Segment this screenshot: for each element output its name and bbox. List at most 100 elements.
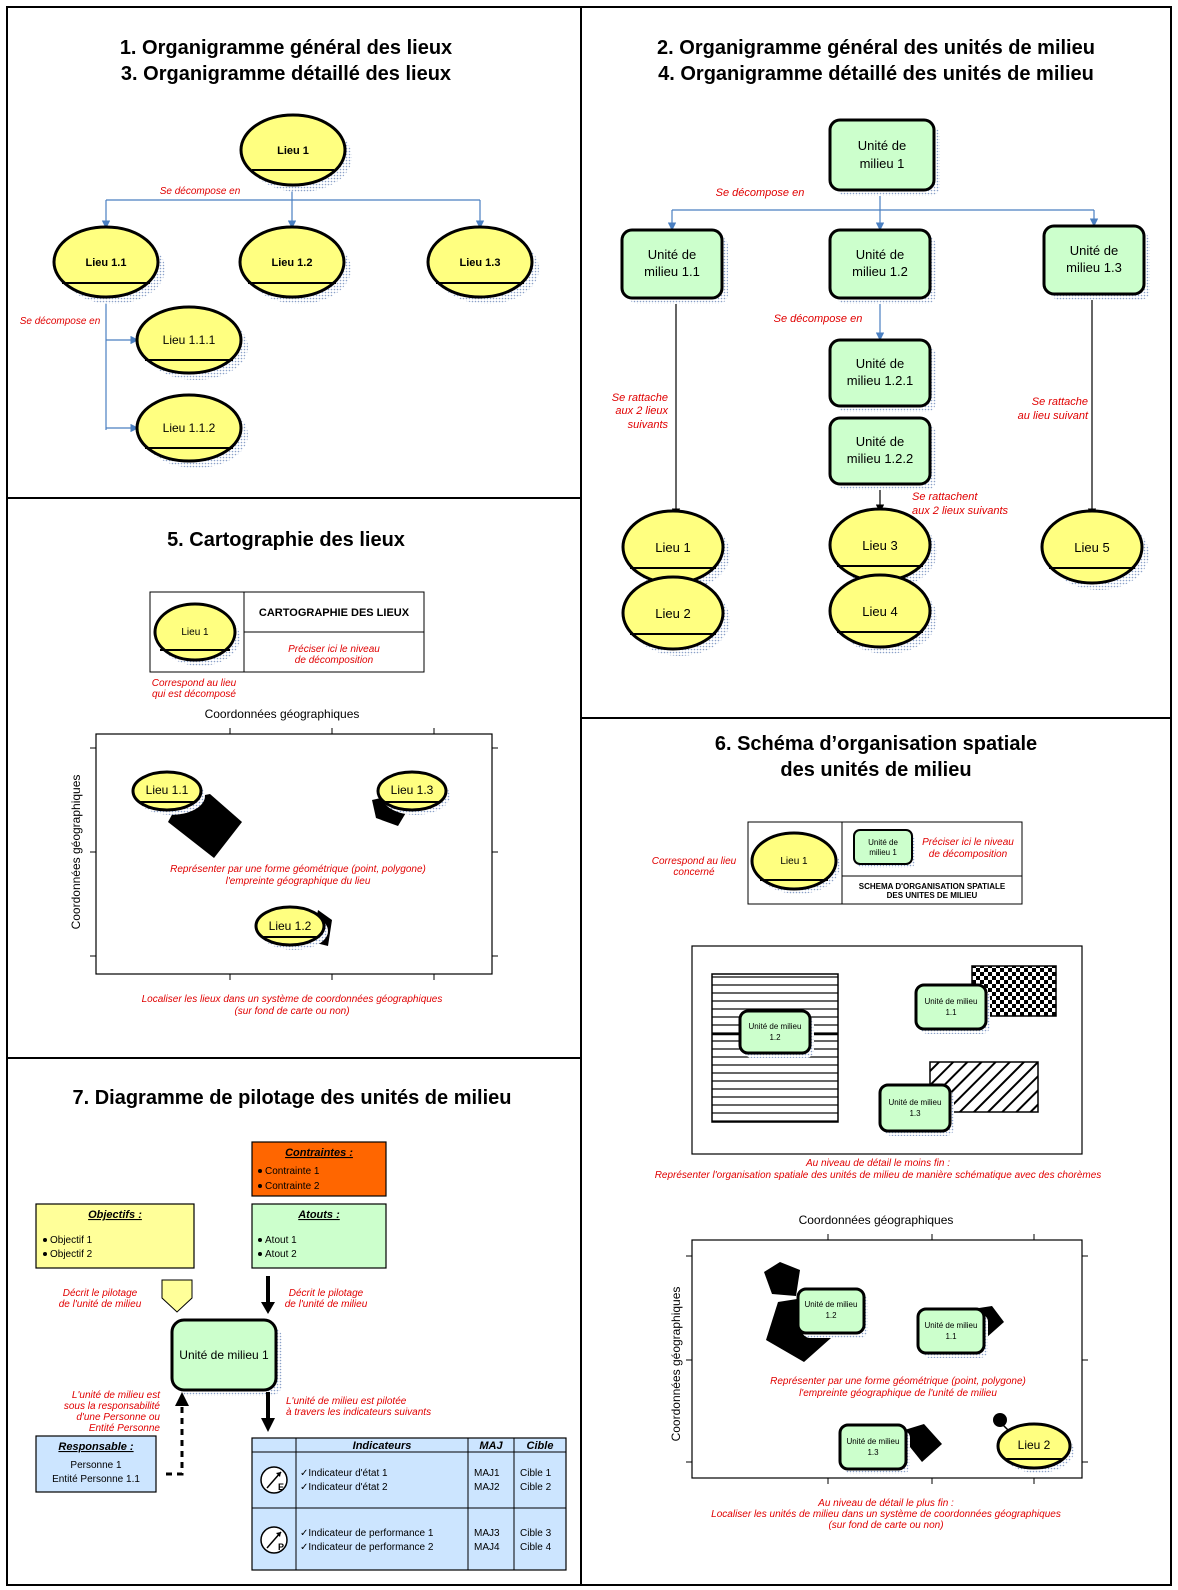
lieu-node-p2-3: Lieu 3 — [828, 507, 937, 588]
svg-text:Unité de: Unité de — [856, 247, 904, 262]
svg-text:MAJ1: MAJ1 — [474, 1468, 500, 1479]
p2-rattache-note-a: Se rattache aux 2 lieux suivants — [612, 392, 669, 431]
svg-text:Cible 3: Cible 3 — [520, 1528, 552, 1539]
lieu-node-p2-5: Lieu 5 — [1040, 509, 1149, 590]
svg-text:1.3: 1.3 — [909, 1109, 921, 1118]
lieu-node-1-3: Lieu 1.3 — [426, 225, 539, 304]
p1-decompose-label-1: Se décompose en — [160, 186, 241, 197]
p6-legend: Correspond au lieu concerné Lieu 1 Unité… — [652, 821, 1023, 905]
svg-text:MAJ4: MAJ4 — [474, 1542, 500, 1553]
p6-map-lieu-2: Lieu 2 — [996, 1422, 1074, 1473]
p5-x-axis-label: Coordonnées géographiques — [205, 707, 360, 721]
svg-text:Lieu 5: Lieu 5 — [1074, 540, 1109, 555]
svg-text:de décomposition: de décomposition — [295, 655, 374, 666]
p2-decompose-label-2: Se décompose en — [774, 313, 863, 325]
svg-text:concerné: concerné — [673, 867, 715, 878]
svg-text:Atout 1: Atout 1 — [265, 1235, 297, 1246]
p7-pilotee-note: L'unité de milieu est pilotée à travers … — [286, 1396, 431, 1418]
svg-text:Contraintes :: Contraintes : — [285, 1147, 353, 1159]
svg-text:Entité Personne 1.1: Entité Personne 1.1 — [52, 1474, 140, 1485]
svg-text:Unité de milieu: Unité de milieu — [805, 1300, 858, 1309]
svg-text:Unité de milieu 1: Unité de milieu 1 — [179, 1348, 269, 1362]
p6-schema-unit-1-1: Unité de milieu 1.1 — [914, 983, 990, 1034]
p6-map-unit-1-2: Unité de milieu 1.2 — [796, 1287, 868, 1338]
svg-text:Personne 1: Personne 1 — [70, 1460, 122, 1471]
svg-text:✓Indicateur de performance 2: ✓Indicateur de performance 2 — [300, 1542, 434, 1553]
svg-text:Unité de milieu: Unité de milieu — [925, 997, 978, 1006]
p6-point-lieu-2 — [993, 1413, 1007, 1427]
lieu-node-p2-1: Lieu 1 — [621, 509, 730, 590]
p7-contraintes-box: Contraintes : Contrainte 1 Contrainte 2 — [251, 1141, 387, 1197]
panel-2-unites-org-chart: 2. Organigramme général des unités de mi… — [612, 37, 1150, 656]
p6-schema-unit-1-3: Unité de milieu 1.3 — [878, 1083, 954, 1136]
panel-6-title-1: 6. Schéma d’organisation spatiale — [715, 733, 1037, 755]
p5-place-1-1: Lieu 1.1 — [131, 770, 205, 815]
table-header-indicateurs: Indicateurs — [353, 1440, 412, 1452]
svg-text:Unité de: Unité de — [856, 434, 904, 449]
svg-text:Lieu 4: Lieu 4 — [862, 604, 897, 619]
svg-text:P: P — [278, 1542, 284, 1552]
svg-text:Unité de: Unité de — [856, 356, 904, 371]
panel-1-lieux-org-chart: 1. Organigramme général des lieux 3. Org… — [20, 37, 539, 468]
p6-footprint-1-2a — [764, 1262, 800, 1296]
svg-text:à travers les indicateurs suiv: à travers les indicateurs suivants — [286, 1407, 431, 1418]
svg-text:Lieu 3: Lieu 3 — [862, 538, 897, 553]
svg-text:MAJ3: MAJ3 — [474, 1528, 500, 1539]
svg-text:✓Indicateur d'état 2: ✓Indicateur d'état 2 — [300, 1482, 388, 1493]
svg-text:Cible 1: Cible 1 — [520, 1468, 552, 1479]
svg-text:Cible 4: Cible 4 — [520, 1542, 552, 1553]
p6-schema-note-1: Au niveau de détail le moins fin : — [805, 1158, 950, 1169]
svg-text:Unité de milieu: Unité de milieu — [847, 1437, 900, 1446]
p6-bottom-note-2: Localiser les unités de milieu dans un s… — [711, 1509, 1061, 1520]
p7-objectif-arrow — [161, 1279, 193, 1313]
panel-6-title-2: des unités de milieu — [780, 759, 971, 781]
svg-text:milieu 1: milieu 1 — [869, 848, 897, 857]
p7-responsable-box: Responsable : Personne 1 Entité Personne… — [35, 1435, 157, 1493]
p6-center-note-1: Représenter par une forme géométrique (p… — [770, 1376, 1026, 1387]
p6-x-axis-label: Coordonnées géographiques — [799, 1213, 954, 1227]
svg-text:Atouts :: Atouts : — [297, 1209, 340, 1221]
svg-text:✓Indicateur d'état 1: ✓Indicateur d'état 1 — [300, 1468, 388, 1479]
panel-6-schema-spatial: 6. Schéma d’organisation spatiale des un… — [652, 733, 1102, 1531]
svg-text:1.1: 1.1 — [945, 1332, 957, 1341]
p7-responsabilite-note: L'unité de milieu est sous la responsabi… — [64, 1390, 161, 1434]
svg-text:milieu 1: milieu 1 — [860, 156, 905, 171]
p5-legend-box: Lieu 1 CARTOGRAPHIE DES LIEUX Préciser i… — [149, 591, 425, 700]
lieu-label: Lieu 1.1 — [86, 257, 127, 269]
table-header-maj: MAJ — [479, 1440, 503, 1452]
svg-text:1.2: 1.2 — [825, 1311, 837, 1320]
svg-text:de décomposition: de décomposition — [929, 849, 1008, 860]
unit-node-1-1: Unité de milieu 1.1 — [620, 228, 728, 304]
p7-decrit-left-2: de l'unité de milieu — [59, 1299, 142, 1310]
p6-bottom-note-1: Au niveau de détail le plus fin : — [817, 1498, 954, 1509]
lieu-node-1-1-2: Lieu 1.1.2 — [135, 393, 248, 468]
p7-atout-arrow — [261, 1276, 275, 1314]
svg-text:DES UNITES DE MILIEU: DES UNITES DE MILIEU — [887, 891, 978, 900]
svg-text:✓Indicateur de performance 1: ✓Indicateur de performance 1 — [300, 1528, 434, 1539]
svg-text:Préciser ici le niveau: Préciser ici le niveau — [288, 644, 380, 655]
svg-text:Responsable :: Responsable : — [58, 1441, 134, 1453]
p7-objectifs-box: Objectifs : Objectif 1 Objectif 2 — [35, 1203, 195, 1269]
p7-decrit-left-1: Décrit le pilotage — [63, 1288, 138, 1299]
panel-1-title-1: 1. Organigramme général des lieux — [120, 37, 452, 59]
lieu-label: Lieu 1.2 — [272, 257, 313, 269]
svg-text:Correspond au lieu: Correspond au lieu — [152, 678, 237, 689]
p6-map-unit-1-1: Unité de milieu 1.1 — [916, 1307, 988, 1358]
svg-text:Unité de: Unité de — [858, 138, 906, 153]
svg-text:Se rattache: Se rattache — [612, 392, 668, 404]
table-row: ✓Indicateur de performance 2 MAJ4 Cible … — [300, 1542, 552, 1553]
table-row: ✓Indicateur de performance 1 MAJ3 Cible … — [300, 1528, 552, 1539]
svg-text:1.2: 1.2 — [769, 1033, 781, 1042]
svg-text:aux 2 lieux: aux 2 lieux — [615, 405, 668, 417]
lieu-node-p2-2: Lieu 2 — [621, 575, 730, 656]
panel-5-title: 5. Cartographie des lieux — [167, 529, 405, 551]
p6-y-axis-label: Coordonnées géographiques — [669, 1287, 683, 1442]
panel-5-cartographie: 5. Cartographie des lieux Lieu 1 CARTOGR… — [69, 529, 498, 1017]
svg-text:Contrainte 2: Contrainte 2 — [265, 1181, 320, 1192]
svg-text:E: E — [278, 1482, 284, 1492]
svg-text:Atout 2: Atout 2 — [265, 1249, 297, 1260]
svg-text:1.3: 1.3 — [867, 1448, 879, 1457]
svg-text:Lieu 1: Lieu 1 — [181, 627, 209, 638]
gauge-e-icon: E — [260, 1466, 288, 1494]
